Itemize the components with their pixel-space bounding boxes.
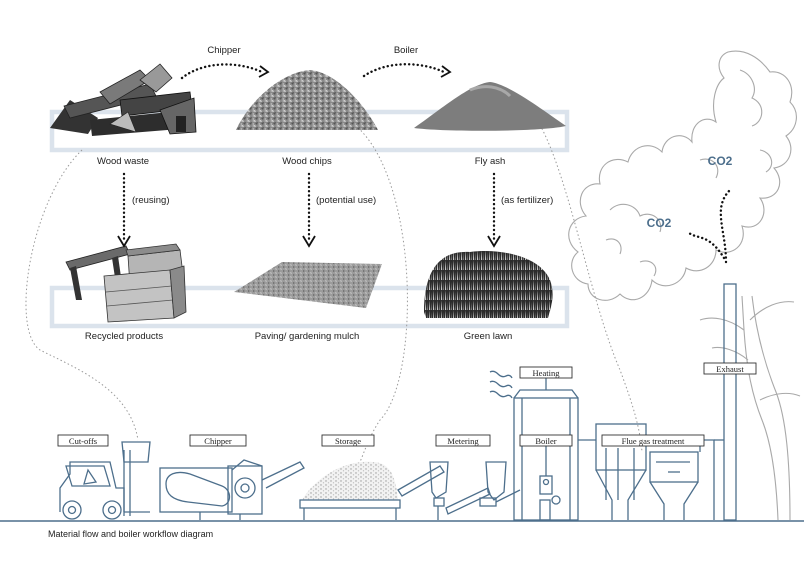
metering-conveyors — [397, 461, 521, 520]
wood-chips-image — [236, 70, 378, 130]
station-tag-flue-gas: Flue gas treatment — [601, 434, 705, 447]
chipper-machine — [159, 459, 305, 520]
wood-waste-image — [50, 63, 197, 136]
tree-outline — [568, 50, 801, 521]
product-label-wood-chips: Wood chips — [282, 156, 332, 167]
heat-waves — [489, 370, 513, 399]
station-label-storage: Storage — [335, 436, 361, 446]
station-tag-storage: Storage — [321, 434, 375, 447]
fly-ash-image — [414, 82, 566, 131]
station-label-exhaust: Exhaust — [716, 364, 744, 374]
storage-pile — [299, 461, 401, 520]
product-label-paving-mulch: Paving/ gardening mulch — [255, 331, 360, 342]
station-tag-chipper: Chipper — [189, 434, 247, 447]
exhaust-stack — [714, 283, 737, 521]
forklift-machine — [59, 441, 151, 520]
station-tag-metering: Metering — [435, 434, 491, 447]
boiler-machine — [513, 378, 579, 521]
recycled-products-image — [65, 243, 187, 323]
co2-label-lower: CO2 — [647, 216, 672, 230]
station-tag-exhaust: Exhaust — [703, 362, 757, 375]
process-label-chipper: Chipper — [207, 45, 240, 56]
station-label-flue-gas: Flue gas treatment — [622, 436, 685, 446]
process-arrows — [117, 63, 732, 264]
use-label-reusing: (reusing) — [132, 195, 170, 206]
process-label-boiler: Boiler — [394, 45, 418, 56]
station-tag-heating: Heating — [519, 366, 573, 379]
station-label-metering: Metering — [447, 436, 479, 446]
station-label-boiler: Boiler — [535, 436, 556, 446]
diagram-caption: Material flow and boiler workflow diagra… — [48, 529, 213, 539]
paving-mulch-image — [234, 262, 382, 308]
product-label-fly-ash: Fly ash — [475, 156, 506, 167]
station-label-cutoffs: Cut-offs — [69, 436, 97, 446]
station-tag-boiler: Boiler — [519, 434, 573, 447]
product-label-wood-waste: Wood waste — [97, 156, 149, 167]
use-label-as-fertilizer: (as fertilizer) — [501, 195, 553, 206]
co2-label-upper: CO2 — [708, 154, 733, 168]
green-lawn-image — [424, 251, 553, 318]
product-label-green-lawn: Green lawn — [464, 331, 513, 342]
product-label-recycled-products: Recycled products — [85, 331, 163, 342]
station-label-chipper: Chipper — [204, 436, 232, 446]
station-label-heating: Heating — [533, 368, 561, 378]
station-tag-cutoffs: Cut-offs — [57, 434, 109, 447]
use-label-potential-use: (potential use) — [316, 195, 376, 206]
